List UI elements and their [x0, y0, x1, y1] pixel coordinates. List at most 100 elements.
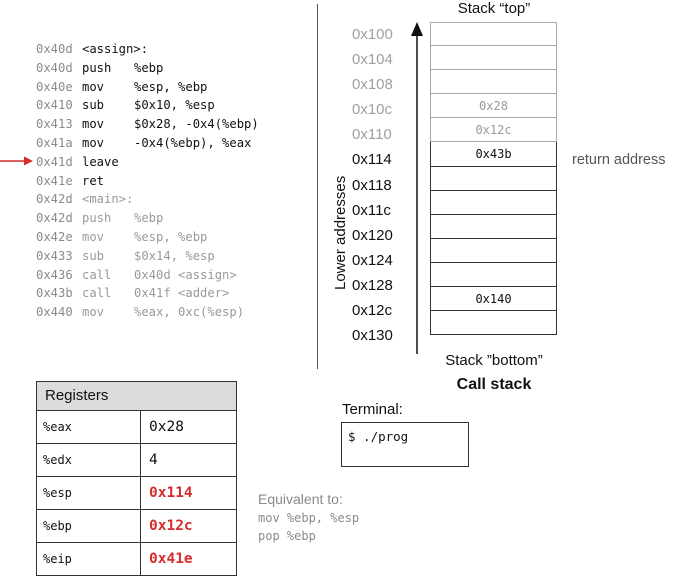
- register-value: 0x41e: [149, 551, 193, 567]
- instruction-mnemonic: call: [82, 286, 112, 301]
- instruction-mnemonic: mov: [82, 135, 105, 150]
- stack-cell: [430, 238, 557, 263]
- instruction-address: 0x410: [36, 98, 73, 113]
- instruction-address: 0x440: [36, 305, 73, 320]
- instruction-operands: 0x40d <assign>: [134, 267, 237, 282]
- register-row: %eip 0x41e: [37, 542, 236, 575]
- stack-cell-value: 0x140: [475, 292, 512, 307]
- instruction-mnemonic: leave: [82, 154, 119, 169]
- instruction-address: 0x40d: [36, 60, 73, 75]
- stack-address: 0x100: [352, 26, 393, 43]
- instruction-operands: $0x28, -0x4(%ebp): [134, 117, 259, 132]
- register-name: %eax: [37, 411, 141, 443]
- listing-row: 0x40e mov %esp, %ebp: [36, 78, 259, 97]
- register-name: %edx: [37, 444, 141, 476]
- instruction-mnemonic: mov: [82, 229, 105, 244]
- instruction-address: 0x42d: [36, 211, 73, 226]
- stack-cell: [430, 166, 557, 191]
- stack-cell: [430, 262, 557, 288]
- equivalent-note: Equivalent to: mov %ebp, %esp pop %ebp: [258, 490, 359, 545]
- equivalent-line: pop %ebp: [258, 529, 316, 543]
- equivalent-title: Equivalent to:: [258, 491, 343, 507]
- instruction-operands: %esp, %ebp: [134, 79, 208, 94]
- stack-address: 0x118: [352, 176, 392, 194]
- instruction-address: 0x40e: [36, 79, 73, 94]
- current-instruction-arrow-icon: [0, 156, 33, 166]
- stack-cell: [430, 22, 557, 47]
- stack-cell: 0x12c: [430, 118, 557, 143]
- instruction-operands: $0x10, %esp: [134, 98, 215, 113]
- listing-row: 0x41e ret: [36, 172, 259, 191]
- instruction-address: 0x433: [36, 248, 73, 263]
- instruction-mnemonic: mov: [82, 79, 105, 94]
- instruction-operands: $0x14, %esp: [134, 248, 215, 263]
- instruction-operands: %ebp: [134, 60, 164, 75]
- instruction-address: 0x40d: [36, 42, 73, 56]
- stack-cell: 0x43b: [430, 142, 557, 167]
- register-row: %edx 4: [37, 443, 236, 476]
- instruction-address: 0x41d: [36, 154, 73, 169]
- instruction-mnemonic: push: [82, 60, 112, 75]
- stack-bottom-label: Stack ”bottom”: [445, 352, 543, 369]
- instruction-operands: -0x4(%ebp), %eax: [134, 135, 252, 150]
- register-row: %ebp 0x12c: [37, 509, 236, 542]
- instruction-address: 0x41e: [36, 173, 73, 188]
- stack-cell-value: [431, 46, 556, 69]
- stack-cell-value: [431, 70, 556, 93]
- listing-row: 0x40d push %ebp: [36, 59, 259, 78]
- stack-cell: 0x140: [430, 287, 557, 312]
- register-name: %ebp: [37, 510, 141, 542]
- stack-cell-value: [431, 23, 556, 45]
- function-label: <assign>:: [82, 42, 149, 56]
- lower-addresses-arrow-icon: [411, 22, 423, 354]
- listing-function-label: 0x42d<main>:: [36, 190, 259, 209]
- stack-address: 0x108: [352, 76, 393, 94]
- lower-addresses-label: Lower addresses: [332, 175, 349, 290]
- instruction-mnemonic: ret: [82, 173, 105, 188]
- terminal-window: $ ./prog: [341, 422, 469, 467]
- stack-cell-value: [431, 215, 556, 238]
- stack-address: 0x104: [352, 51, 393, 69]
- stack-address: 0x114: [352, 151, 392, 169]
- instruction-operands: 0x41f <adder>: [134, 286, 230, 301]
- register-value: 0x12c: [149, 518, 193, 534]
- stack-cell-value: [431, 311, 556, 334]
- call-stack: 0x28 0x12c 0x43b 0x140: [430, 22, 557, 336]
- register-name: %eip: [37, 543, 141, 575]
- listing-row: 0x41a mov -0x4(%ebp), %eax: [36, 134, 259, 153]
- instruction-mnemonic: mov: [82, 305, 105, 320]
- listing-row: 0x440 mov %eax, 0xc(%esp): [36, 303, 259, 322]
- listing-row: 0x433 sub $0x14, %esp: [36, 247, 259, 266]
- listing-row: 0x413 mov $0x28, -0x4(%ebp): [36, 115, 259, 134]
- assembly-listing: 0x40d <assign>: 0x40d push %ebp 0x40e mov %esp,…: [36, 40, 259, 322]
- stack-cell-value: [431, 191, 556, 214]
- stack-address: 0x130: [352, 327, 393, 345]
- stack-cell: [430, 46, 557, 71]
- register-value: 4: [149, 452, 158, 468]
- stack-cell-value: 0x28: [479, 99, 508, 114]
- instruction-mnemonic: push: [82, 211, 112, 226]
- stack-cell-value: [431, 167, 556, 190]
- stack-address: 0x128: [352, 276, 393, 294]
- instruction-operands: %eax, 0xc(%esp): [134, 305, 245, 320]
- instruction-address: 0x41a: [36, 135, 73, 150]
- instruction-address: 0x413: [36, 117, 73, 132]
- terminal-label: Terminal:: [342, 401, 403, 418]
- instruction-operands: %esp, %ebp: [134, 229, 208, 244]
- stack-top-label: Stack “top”: [457, 0, 531, 17]
- stack-cell-value: 0x12c: [475, 123, 512, 138]
- stack-cell: 0x28: [430, 94, 557, 119]
- stack-cell-value: [431, 263, 556, 286]
- instruction-mnemonic: sub: [82, 248, 105, 263]
- listing-row: 0x41d leave: [36, 153, 259, 172]
- call-stack-title: Call stack: [456, 376, 532, 393]
- instruction-mnemonic: mov: [82, 117, 105, 132]
- instruction-address: 0x42e: [36, 229, 73, 244]
- stack-address: 0x110: [352, 126, 392, 144]
- instruction-mnemonic: sub: [82, 98, 105, 113]
- instruction-operands: %ebp: [134, 211, 164, 226]
